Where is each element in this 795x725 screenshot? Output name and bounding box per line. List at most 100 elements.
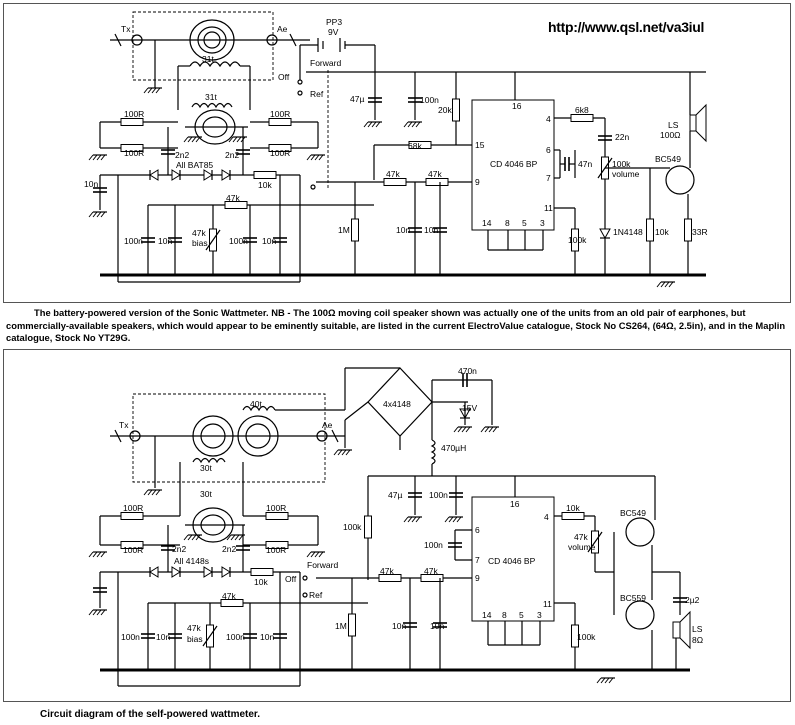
c1-volume-name: volume <box>612 169 640 179</box>
c2-pin5: 5 <box>519 610 524 620</box>
c1-c47n: 47n <box>578 159 592 169</box>
c2-ls: LS <box>692 624 703 634</box>
c2-r100r-2: 100R <box>123 545 143 555</box>
self-powered-wattmeter-panel <box>3 349 791 702</box>
c2-ic-label: CD 4046 BP <box>488 556 536 566</box>
c1-bc549: BC549 <box>655 154 681 164</box>
c2-c2u2: 2µ2 <box>685 595 700 605</box>
c1-c2n2-1: 2n2 <box>175 150 189 160</box>
c2-c100n-b: 100n <box>226 632 245 642</box>
c2-pin9: 9 <box>475 573 480 583</box>
c1-c100n: 100n <box>420 95 439 105</box>
c2-volume-name: volume <box>568 542 596 552</box>
c1-bat85: All BAT85 <box>176 160 213 170</box>
c1-31t-a: 31t <box>202 54 214 64</box>
c2-c10n-a: 10n <box>156 632 170 642</box>
c2-volume-value: 47k <box>574 532 588 542</box>
c2-pin11: 11 <box>543 599 552 609</box>
c2-c2n2-2: 2n2 <box>222 544 236 554</box>
c1-c22n: 22n <box>615 132 629 142</box>
c1-tx-label: Tx <box>121 24 131 34</box>
c1-r6k8: 6k8 <box>575 105 589 115</box>
c2-pin7: 7 <box>475 555 480 565</box>
c1-ls-ohm: 100Ω <box>660 130 681 140</box>
c2-pin14: 14 <box>482 610 492 620</box>
c1-r100r-4: 100R <box>270 148 290 158</box>
c2-pin4: 4 <box>544 512 549 522</box>
c1-r47k-b: 47k <box>386 169 400 179</box>
c2-r1m: 1M <box>335 621 347 631</box>
c2-tx-label: Tx <box>119 420 129 430</box>
c1-r100r-2: 100R <box>124 148 144 158</box>
c1-ref: Ref <box>310 89 324 99</box>
c1-pin4: 4 <box>546 114 551 124</box>
c2-ae-label: Ae <box>322 420 333 430</box>
c1-r20k: 20k <box>438 105 452 115</box>
c2-pin8: 8 <box>502 610 507 620</box>
c2-pin6: 6 <box>475 525 480 535</box>
c1-c10n-c: 10n <box>396 225 410 235</box>
c2-off: Off <box>285 574 297 584</box>
circuit-2 <box>88 367 691 687</box>
c1-r47k-a: 47k <box>226 193 240 203</box>
c1-r1m: 1M <box>338 225 350 235</box>
c2-c470n: 470n <box>458 366 477 376</box>
c2-c2n2-1: 2n2 <box>172 544 186 554</box>
c1-ls: LS <box>668 120 679 130</box>
c2-bc549: BC549 <box>620 508 646 518</box>
c1-forward: Forward <box>310 58 341 68</box>
c2-all4148: All 4148s <box>174 556 209 566</box>
c1-pin15: 15 <box>475 140 485 150</box>
caption-self-powered: Circuit diagram of the self-powered watt… <box>40 709 261 720</box>
c2-c10n-b: 10n <box>260 632 274 642</box>
c1-pin9: 9 <box>475 177 480 187</box>
c1-ic-label: CD 4046 BP <box>490 159 538 169</box>
c2-r100r-3: 100R <box>266 503 286 513</box>
c2-c10n-d: 10n <box>430 621 444 631</box>
c1-1n4148: 1N4148 <box>613 227 643 237</box>
c1-pin6: 6 <box>546 145 551 155</box>
c1-pin7: 7 <box>546 173 551 183</box>
caption-battery-version: The battery-powered version of the Sonic… <box>6 307 786 343</box>
c2-r100k-b: 100k <box>577 632 596 642</box>
c1-volume-value: 100k <box>612 159 631 169</box>
circuit-1 <box>88 11 707 288</box>
c2-c100n-ic: 100n <box>424 540 443 550</box>
c1-9v: 9V <box>328 27 339 37</box>
c2-r47k-c: 47k <box>424 566 438 576</box>
c1-pin3: 3 <box>540 218 545 228</box>
c2-r10k-b: 10k <box>566 503 580 513</box>
c1-r10k: 10k <box>258 180 272 190</box>
c2-forward: Forward <box>307 560 338 570</box>
c1-c10n-d: 10n <box>424 225 438 235</box>
c1-c10n-in: 10n <box>84 179 98 189</box>
c2-pot-name: bias <box>187 634 203 644</box>
c1-r47k-c: 47k <box>428 169 442 179</box>
c1-pin14: 14 <box>482 218 492 228</box>
c2-30t-b: 30t <box>200 489 212 499</box>
c1-r100r-3: 100R <box>270 109 290 119</box>
c1-pin16: 16 <box>512 101 522 111</box>
c1-pp3: PP3 <box>326 17 342 27</box>
c1-r68k: 68k <box>408 141 422 151</box>
c2-bc559: BC559 <box>620 593 646 603</box>
c1-c10n-b: 10n <box>262 236 276 246</box>
c2-z15v: 15V <box>462 403 477 413</box>
c1-ae-label: Ae <box>277 24 288 34</box>
battery-wattmeter-panel <box>3 3 791 303</box>
c2-r100r-1: 100R <box>123 503 143 513</box>
c1-c2n2-2: 2n2 <box>225 150 239 160</box>
c2-c10n-c: 10n <box>392 621 406 631</box>
c1-pin11: 11 <box>544 203 553 213</box>
c2-r100r-4: 100R <box>266 545 286 555</box>
c1-off: Off <box>278 72 290 82</box>
c2-r47k-a: 47k <box>222 591 236 601</box>
c2-r100k-top: 100k <box>343 522 362 532</box>
c1-pin8: 8 <box>505 218 510 228</box>
c2-pin16: 16 <box>510 499 520 509</box>
c1-r100r-1: 100R <box>124 109 144 119</box>
c1-pot-value: 47k <box>192 228 206 238</box>
c1-pin5: 5 <box>522 218 527 228</box>
c1-c100n-a: 100n <box>124 236 143 246</box>
